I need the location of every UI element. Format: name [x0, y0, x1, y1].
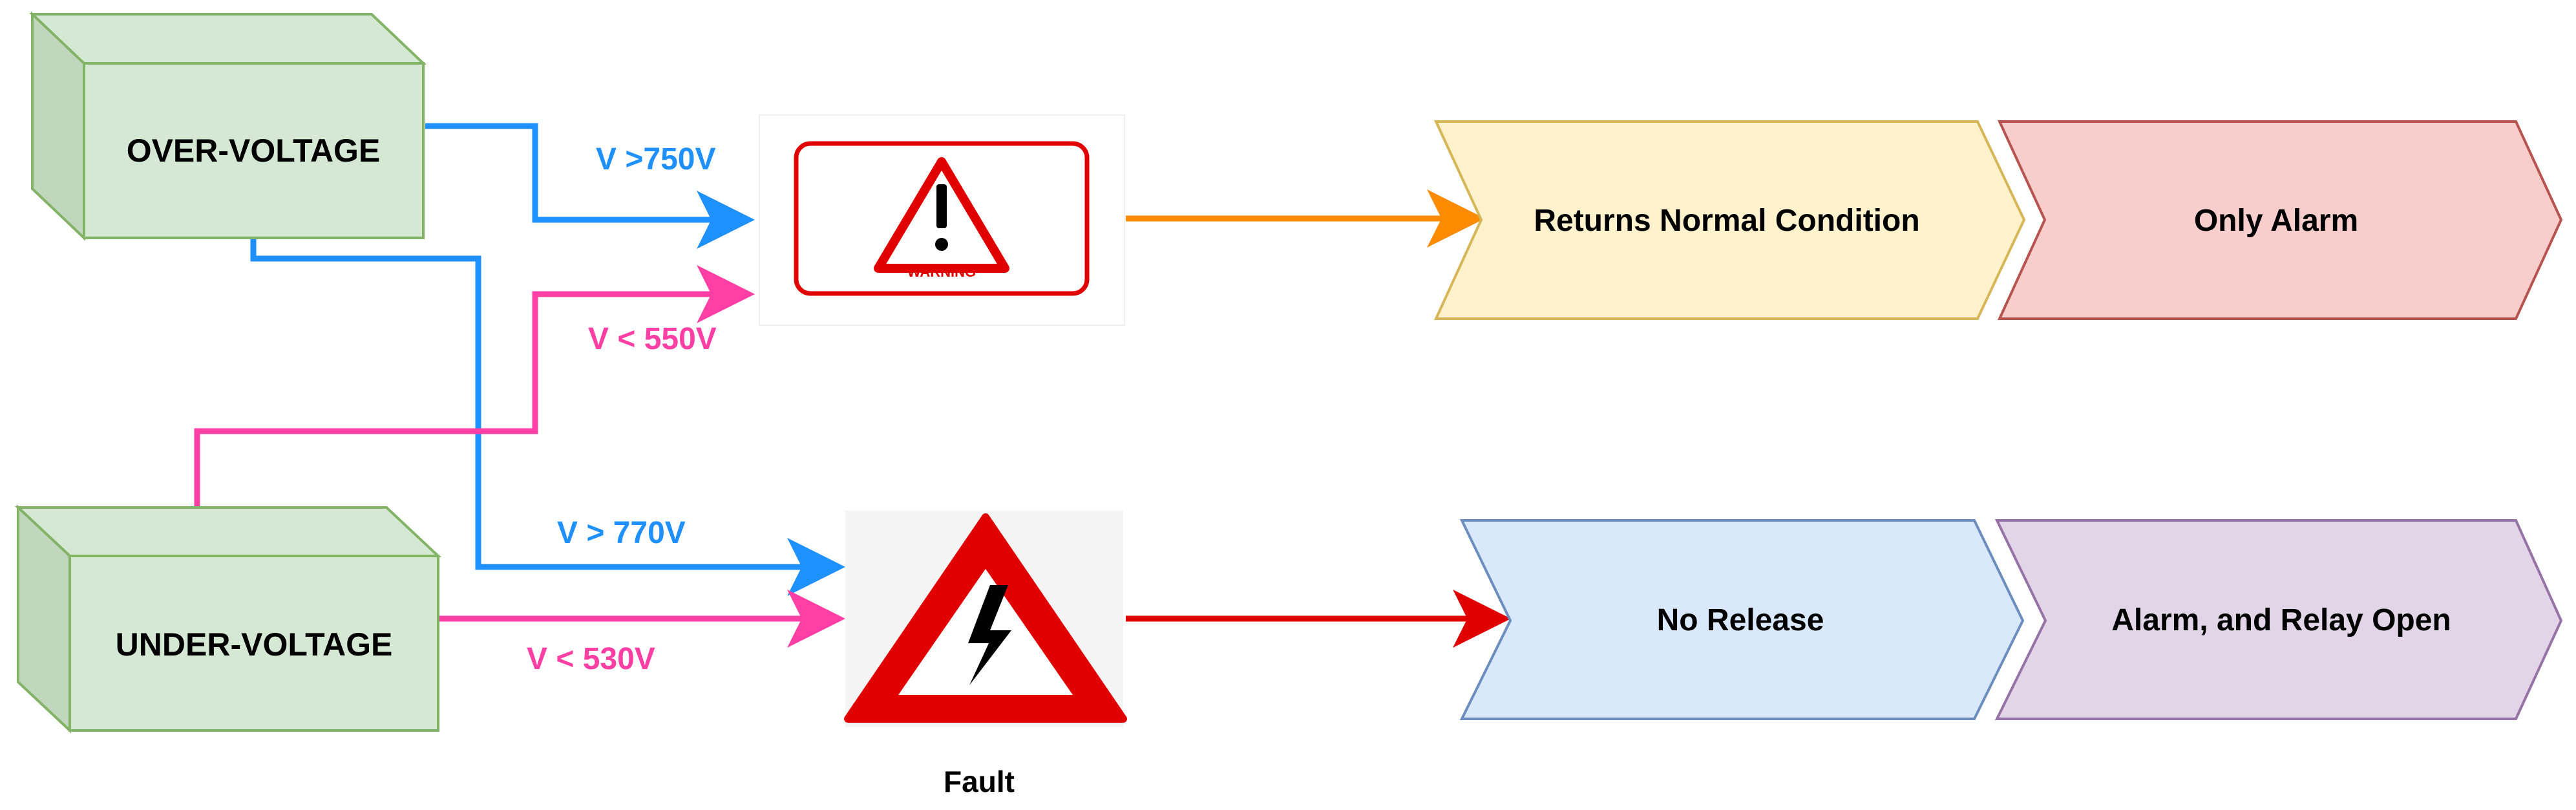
- no-release-label: No Release: [1657, 603, 1824, 637]
- under-voltage-box-front: [69, 555, 439, 732]
- condition-over-warning: V >750V: [596, 142, 715, 176]
- warning-sign-icon: WARNING: [759, 114, 1125, 326]
- chevron-alarm-relay-open: [1994, 519, 2563, 720]
- chevron-no-release: [1459, 519, 2025, 720]
- returns-normal-label: Returns Normal Condition: [1534, 204, 1919, 238]
- outcome-warning-step1: Returns Normal Condition: [1433, 120, 2026, 320]
- chevron-only-alarm: [1997, 120, 2563, 320]
- only-alarm-label: Only Alarm: [2194, 204, 2358, 238]
- alarm-relay-open-label: Alarm, and Relay Open: [2111, 603, 2451, 637]
- connector-over-to-warning: [425, 123, 755, 249]
- outcome-fault-step2: Alarm, and Relay Open: [1994, 519, 2563, 720]
- over-voltage-label: OVER-VOLTAGE: [127, 133, 381, 169]
- under-voltage-box-top: [14, 506, 442, 557]
- condition-under-warning: V < 550V: [588, 322, 717, 356]
- outcome-fault-step1: No Release: [1459, 519, 2025, 720]
- connectors: [194, 123, 1511, 648]
- warning-sign-text: WARNING: [907, 264, 976, 280]
- fault-label: Fault: [944, 765, 1015, 798]
- under-voltage-box: UNDER-VOLTAGE: [14, 504, 442, 734]
- condition-under-fault: V < 530V: [527, 642, 655, 676]
- condition-over-fault: V > 770V: [557, 516, 686, 550]
- under-voltage-label: UNDER-VOLTAGE: [116, 626, 393, 663]
- over-voltage-box-top: [28, 13, 427, 65]
- outcome-warning-step2: Only Alarm: [1997, 120, 2563, 320]
- connector-over-to-fault: [250, 238, 845, 596]
- over-voltage-box-front: [83, 62, 425, 239]
- chevron-returns-normal: [1433, 120, 2026, 320]
- connector-under-to-warning: [194, 265, 755, 507]
- over-voltage-box: OVER-VOLTAGE: [28, 11, 427, 241]
- high-voltage-icon: [844, 511, 1127, 727]
